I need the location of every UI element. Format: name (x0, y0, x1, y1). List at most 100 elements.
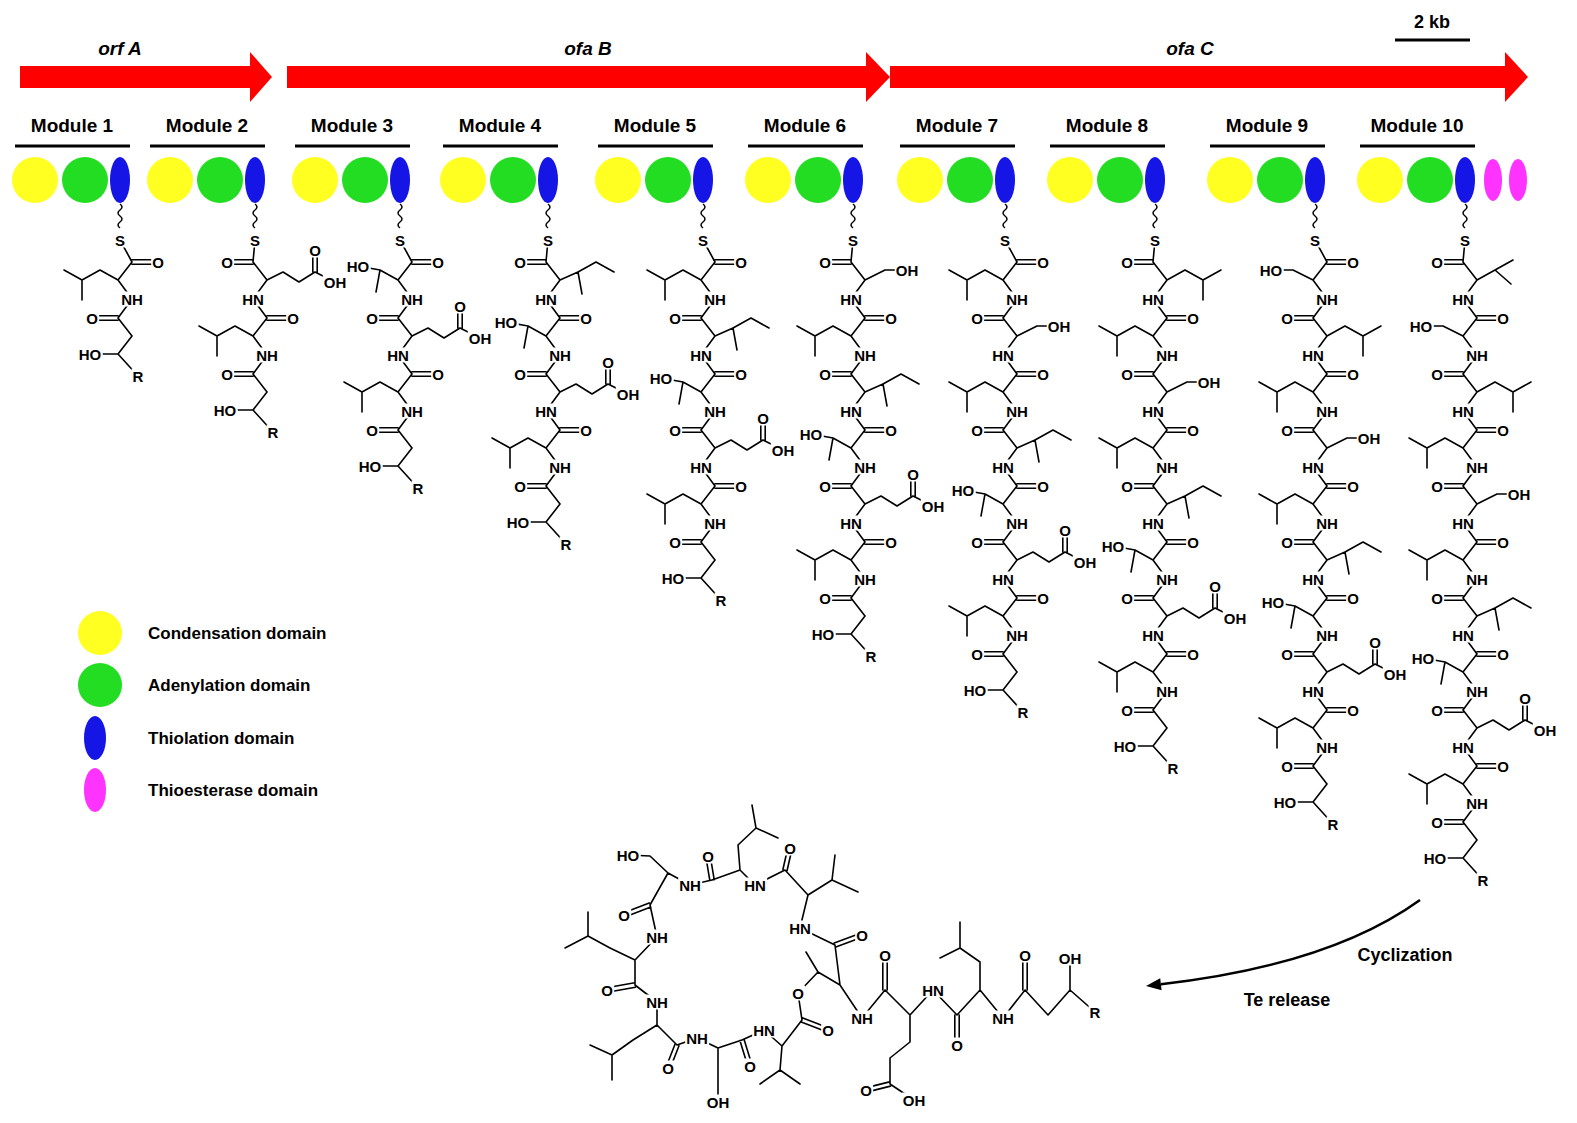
thiolation-domain (843, 157, 863, 203)
adenylation-domain (947, 157, 993, 203)
module-label: Module 8 (1066, 116, 1148, 135)
atom-label: O (308, 243, 322, 258)
atom-label: HN (921, 983, 945, 998)
atom-label: O (970, 647, 984, 662)
reaction-label: Te release (1244, 991, 1331, 1009)
atom-label: O (1430, 591, 1444, 606)
thiolation-domain (1455, 157, 1475, 203)
condensation-domain (147, 157, 193, 203)
atom-label: S (1149, 233, 1161, 248)
atom-label: HN (386, 348, 410, 363)
thiolation-domain (693, 157, 713, 203)
atom-label: NH (1315, 628, 1339, 643)
condensation-domain (1047, 157, 1093, 203)
atom-label: HO (661, 571, 686, 586)
atom-label: OH (1383, 667, 1408, 682)
module-underline (598, 145, 713, 148)
gene-arrow (287, 52, 890, 102)
atom-label: NH (1315, 404, 1339, 419)
atom-label: NH (645, 995, 669, 1010)
atom-label: HN (991, 460, 1015, 475)
atom-label: HN (241, 292, 265, 307)
adenylation-domain (1257, 157, 1303, 203)
atom-label: HO (1101, 539, 1126, 554)
atom-label: O (1346, 479, 1360, 494)
module-label: Module 4 (459, 116, 541, 135)
legend-swatch (84, 768, 106, 812)
atom-label: S (114, 233, 126, 248)
atom-label: O (1280, 423, 1294, 438)
atom-label: HO (494, 315, 519, 330)
atom-label: HN (1141, 516, 1165, 531)
atom-label: OH (1507, 487, 1532, 502)
atom-label: NH (548, 348, 572, 363)
atom-label: O (1496, 759, 1510, 774)
atom-label: S (847, 233, 859, 248)
atom-label: HO (649, 371, 674, 386)
atom-label: O (884, 311, 898, 326)
atom-label: HN (1451, 292, 1475, 307)
atom-label: HO (951, 483, 976, 498)
module-label: Module 7 (916, 116, 998, 135)
atom-label: O (855, 928, 869, 943)
module-label: Module 2 (166, 116, 248, 135)
atom-label: NH (1465, 348, 1489, 363)
atom-label: R (1477, 873, 1490, 888)
wavy-bond (1313, 204, 1317, 228)
atom-label: HN (1141, 404, 1165, 419)
thioesterase-domain (1509, 159, 1527, 201)
atom-label: O (661, 1061, 675, 1076)
atom-label: NH (548, 460, 572, 475)
atom-label: O (818, 367, 832, 382)
wavy-bond (851, 204, 855, 228)
atom-label: S (697, 233, 709, 248)
atom-label: HN (788, 921, 812, 936)
module-label: Module 3 (311, 116, 393, 135)
gene-arrow (20, 52, 272, 102)
module-underline (150, 145, 265, 148)
atom-label: NH (991, 1011, 1015, 1026)
module-underline (15, 145, 130, 148)
atom-label: O (1186, 311, 1200, 326)
atom-label: HO (799, 427, 824, 442)
module-label: Module 6 (764, 116, 846, 135)
atom-label: S (1309, 233, 1321, 248)
atom-label: HO (78, 347, 103, 362)
atom-label: O (1186, 423, 1200, 438)
atom-label: NH (1005, 292, 1029, 307)
atom-label: NH (853, 572, 877, 587)
module-label: Module 9 (1226, 116, 1308, 135)
wavy-bond (701, 204, 705, 228)
atom-label: O (220, 255, 234, 270)
atom-label: O (1368, 635, 1382, 650)
atom-label: O (600, 983, 614, 998)
atom-label: HO (506, 515, 531, 530)
atom-label: HN (991, 348, 1015, 363)
thiolation-domain (245, 157, 265, 203)
atom-label: NH (1465, 796, 1489, 811)
atom-label: O (1208, 579, 1222, 594)
atom-label: HN (839, 404, 863, 419)
atom-label: O (431, 255, 445, 270)
atom-label: O (453, 299, 467, 314)
atom-label: S (249, 233, 261, 248)
atom-label: OH (468, 331, 493, 346)
atom-label: O (1280, 647, 1294, 662)
wavy-bond (1463, 204, 1467, 228)
legend-text: Adenylation domain (148, 677, 310, 694)
atom-label: R (1089, 1005, 1102, 1020)
atom-label: S (1459, 233, 1471, 248)
atom-label: HN (839, 516, 863, 531)
atom-label: O (791, 986, 805, 1001)
atom-label: O (151, 255, 165, 270)
adenylation-domain (197, 157, 243, 203)
atom-label: OH (706, 1095, 731, 1110)
condensation-domain (897, 157, 943, 203)
atom-label: HO (1423, 851, 1448, 866)
atom-label: OH (1223, 611, 1248, 626)
atom-label: O (668, 423, 682, 438)
atom-label: HN (689, 348, 713, 363)
condensation-domain (292, 157, 338, 203)
atom-label: HN (1301, 348, 1325, 363)
atom-label: HN (1451, 404, 1475, 419)
